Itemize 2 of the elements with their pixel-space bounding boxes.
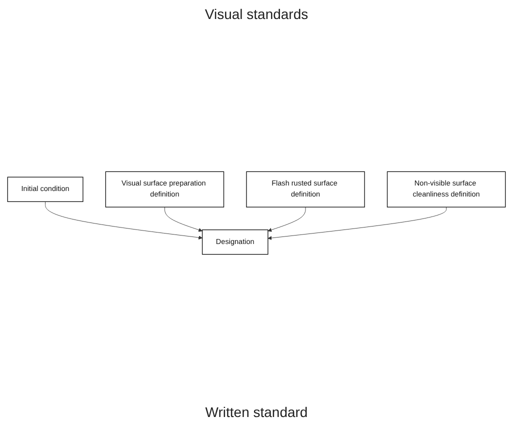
standard-heading: Written standard (205, 404, 308, 420)
standard-heading: Visual standards (204, 6, 308, 22)
